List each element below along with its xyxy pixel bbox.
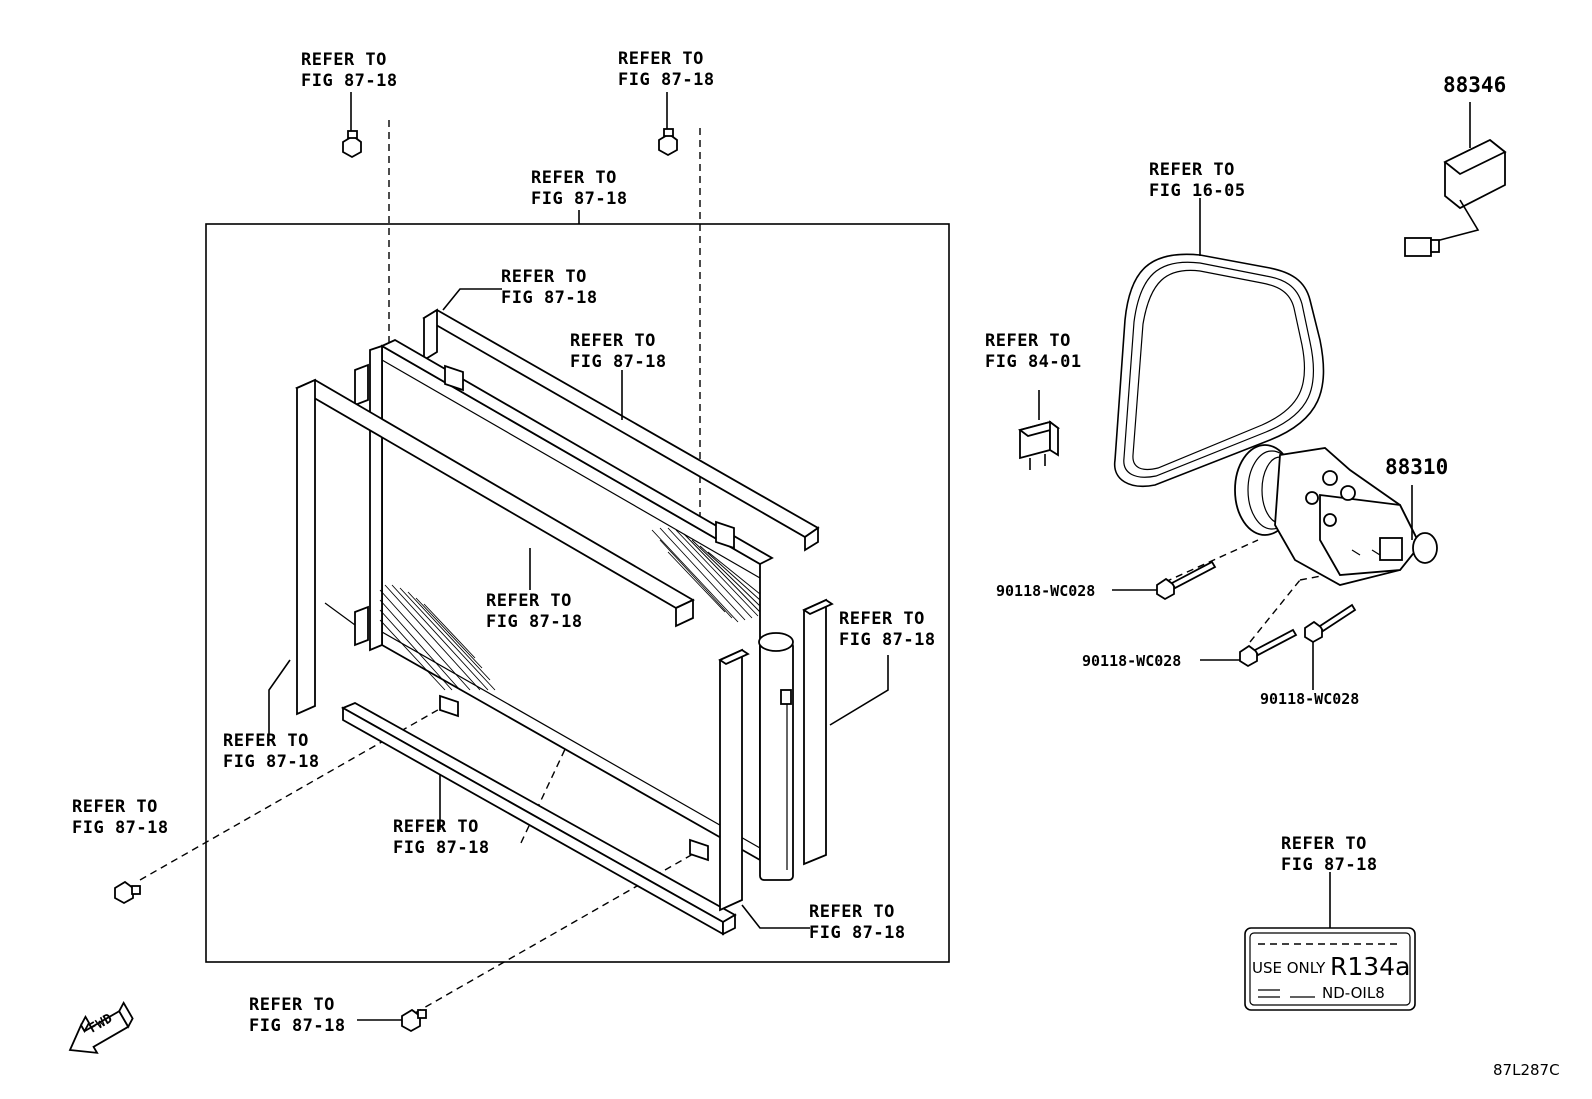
callout-left-seal: REFER TO FIG 87-18	[809, 902, 906, 943]
callout-relay: REFER TO FIG 84-01	[985, 331, 1082, 372]
side-seal-left	[718, 648, 750, 912]
front-upper-seal	[295, 378, 695, 716]
tag-use-only: USE ONLY	[1252, 959, 1326, 977]
callout-right-seal: REFER TO FIG 87-18	[839, 609, 936, 650]
bolt-icon	[1239, 628, 1298, 668]
callout-top-left-bolt: REFER TO FIG 87-18	[301, 50, 398, 91]
callout-left-frame: REFER TO FIG 87-18	[223, 731, 320, 772]
callout-line-2: FIG 16-05	[1149, 181, 1246, 201]
callout-line-1: REFER TO	[618, 49, 704, 69]
fwd-arrow-label: FWD	[87, 1011, 116, 1036]
callout-line-2: FIG 87-18	[301, 71, 398, 91]
callout-line-1: REFER TO	[249, 995, 335, 1015]
callout-belt: REFER TO FIG 16-05	[1149, 160, 1246, 201]
callout-line-1: REFER TO	[570, 331, 656, 351]
callout-top-right-bolt: REFER TO FIG 87-18	[618, 49, 715, 90]
callout-line-1: REFER TO	[809, 902, 895, 922]
callout-line-2: FIG 87-18	[501, 288, 598, 308]
callout-line-1: REFER TO	[393, 817, 479, 837]
callout-upper-bar: REFER TO FIG 87-18	[570, 331, 667, 372]
callout-line-1: REFER TO	[1281, 834, 1367, 854]
callout-line-1: REFER TO	[839, 609, 925, 629]
leader-lines	[268, 92, 889, 1021]
part-number-bolt: 90118-WC028	[1082, 652, 1181, 670]
callout-line-1: REFER TO	[486, 591, 572, 611]
bolt-icon	[342, 130, 362, 159]
ac-relay	[1017, 390, 1061, 470]
callout-back-seal: REFER TO FIG 87-18	[501, 267, 598, 308]
ambient-sensor	[1404, 102, 1507, 257]
callout-line-1: REFER TO	[501, 267, 587, 287]
part-number-sensor: 88346	[1443, 73, 1506, 97]
bolt-icon	[1304, 603, 1357, 644]
fin-hatching	[379, 527, 761, 691]
callout-line-2: FIG 87-18	[839, 630, 936, 650]
callout-line-2: FIG 84-01	[985, 352, 1082, 372]
fwd-arrow-icon	[68, 1001, 134, 1054]
callout-line-2: FIG 87-18	[531, 189, 628, 209]
bolt-icon	[1156, 560, 1217, 601]
bolt-icon	[114, 880, 141, 905]
callout-line-1: REFER TO	[531, 168, 617, 188]
callout-line-1: REFER TO	[301, 50, 387, 70]
top-seal-bar	[422, 308, 820, 552]
part-number-bolt: 90118-WC028	[996, 582, 1095, 600]
callout-line-2: FIG 87-18	[570, 352, 667, 372]
callout-label-tag: REFER TO FIG 87-18	[1281, 834, 1378, 875]
callout-condenser: REFER TO FIG 87-18	[531, 168, 628, 209]
tag-refrigerant: R134a	[1330, 952, 1410, 981]
callout-lower-bar: REFER TO FIG 87-18	[393, 817, 490, 858]
callout-line-2: FIG 87-18	[249, 1016, 346, 1036]
callout-line-2: FIG 87-18	[618, 70, 715, 90]
callout-line-2: FIG 87-18	[393, 838, 490, 858]
receiver-drier	[758, 632, 794, 881]
callout-line-1: REFER TO	[223, 731, 309, 751]
bolt-icon	[658, 128, 678, 157]
callout-line-1: REFER TO	[72, 797, 158, 817]
side-seal-right	[802, 598, 834, 866]
callout-bottom-bolt: REFER TO FIG 87-18	[249, 995, 346, 1036]
part-number-bolt: 90118-WC028	[1260, 690, 1359, 708]
refrigerant-label-tag	[1244, 872, 1416, 1011]
callout-line-1: REFER TO	[1149, 160, 1235, 180]
figure-code: 87L287C	[1493, 1061, 1560, 1079]
callout-line-2: FIG 87-18	[809, 923, 906, 943]
bolt-icon	[401, 1008, 427, 1033]
callout-line-2: FIG 87-18	[486, 612, 583, 632]
callout-line-2: FIG 87-18	[1281, 855, 1378, 875]
tag-oil: ND-OIL8	[1322, 984, 1385, 1002]
callout-core: REFER TO FIG 87-18	[486, 591, 583, 632]
condenser-assembly-frame	[205, 223, 950, 963]
callout-line-2: FIG 87-18	[223, 752, 320, 772]
part-number-compressor: 88310	[1385, 455, 1448, 479]
lower-seal-bar	[340, 702, 737, 936]
callout-line-2: FIG 87-18	[72, 818, 169, 838]
ac-compressor	[1234, 444, 1438, 586]
drive-belt	[1113, 198, 1325, 487]
callout-left-bolt: REFER TO FIG 87-18	[72, 797, 169, 838]
callout-line-1: REFER TO	[985, 331, 1071, 351]
